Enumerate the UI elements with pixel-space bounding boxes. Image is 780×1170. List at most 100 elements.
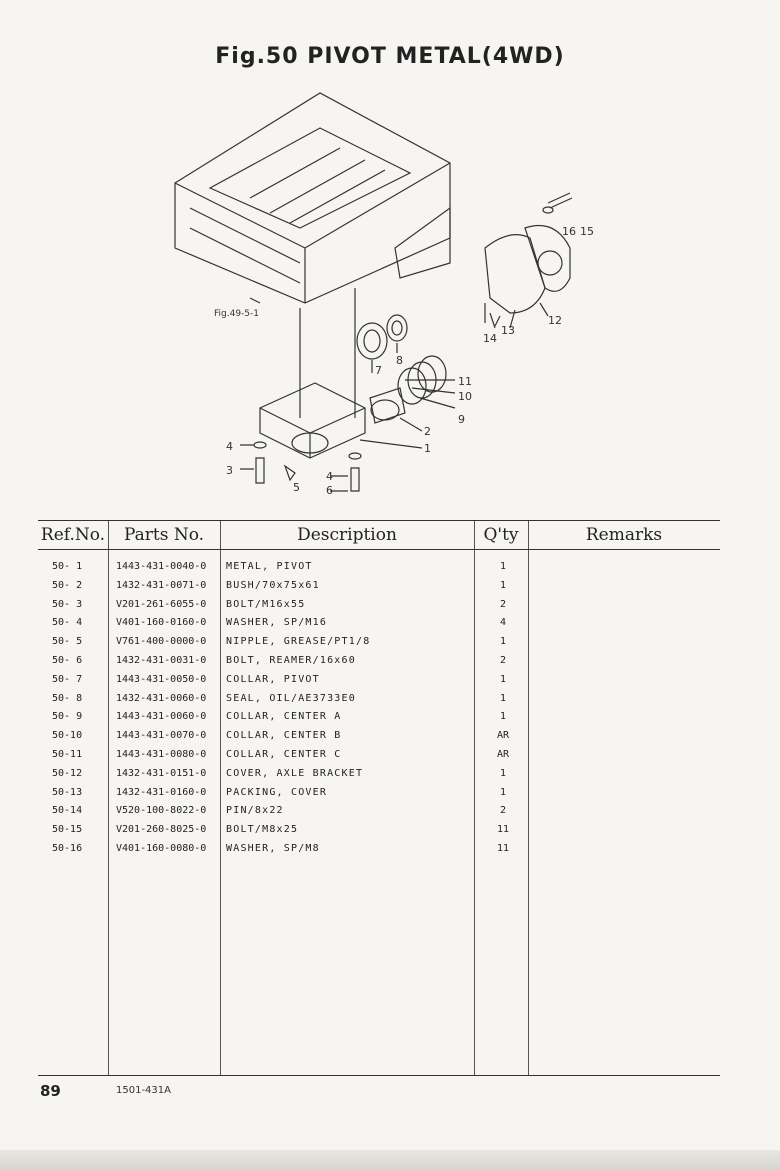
parts-table: Ref.No. Parts No. Description Q'ty Remar… <box>38 520 720 1076</box>
part-no: V520-100-8022-0 <box>116 805 207 817</box>
quantity: 11 <box>496 824 510 836</box>
quantity: AR <box>496 730 510 742</box>
callout-9: 9 <box>458 413 465 426</box>
description: WASHER, SP/M8 <box>226 842 320 854</box>
callout-14: 14 <box>483 332 497 345</box>
collar-pivot-7 <box>356 322 388 360</box>
column-divider <box>528 521 529 1075</box>
part-no: 1432-431-0031-0 <box>116 654 207 666</box>
description: WASHER, SP/M16 <box>226 617 328 629</box>
part-no: 1443-431-0070-0 <box>116 730 207 742</box>
ref-no: 50-11 <box>52 748 83 760</box>
diagram-svg: 1 2 3 4 4 5 6 7 8 9 10 11 12 13 14 16 15… <box>174 92 594 497</box>
ref-no: 50-10 <box>52 730 83 742</box>
quantity: 1 <box>499 692 507 704</box>
callout-16: 16 <box>562 225 576 238</box>
washer-4-left <box>253 441 267 449</box>
description: COLLAR, CENTER B <box>226 730 342 742</box>
vertical-leaders <box>299 288 356 418</box>
document-code: 1501-431A <box>116 1085 171 1096</box>
housing-ribs <box>249 147 386 224</box>
figure-title: Fig.50 PIVOT METAL(4WD) <box>215 44 565 69</box>
column-divider <box>108 521 109 1075</box>
callout-1: 1 <box>424 442 431 455</box>
quantity: AR <box>496 748 510 760</box>
column-divider <box>474 521 475 1075</box>
collar-center-c <box>417 355 447 393</box>
description: NIPPLE, GREASE/PT1/8 <box>226 636 371 648</box>
description: COVER, AXLE BRACKET <box>226 767 364 779</box>
washer-4-right <box>348 452 362 460</box>
ref-no: 50- 1 <box>52 561 83 572</box>
callout-4-left: 4 <box>226 440 233 453</box>
bush-2-end <box>370 399 400 421</box>
callout-4-right: 4 <box>326 470 333 483</box>
pin-leader <box>484 303 496 329</box>
part-no: 1443-431-0050-0 <box>116 673 207 685</box>
description: COLLAR, PIVOT <box>226 673 320 685</box>
ref-no: 50- 3 <box>52 598 83 610</box>
bracket-lines <box>394 206 451 279</box>
ref-no: 50- 7 <box>52 673 83 685</box>
part-no: 1432-431-0160-0 <box>116 786 207 798</box>
cover-boss <box>537 250 563 276</box>
ref-no: 50-12 <box>52 767 83 779</box>
ref-no: 50- 6 <box>52 654 83 666</box>
washer-16 <box>542 206 554 214</box>
pivot-metal <box>259 382 366 459</box>
part-no: V761-400-0000-0 <box>116 636 207 648</box>
description: BOLT/M16x55 <box>226 598 306 610</box>
header-ref-no: Ref.No. <box>40 525 106 545</box>
part-no: 1432-431-0151-0 <box>116 767 207 779</box>
housing-outline <box>174 92 451 304</box>
table-row: 50- 7 1443-431-0050-0 COLLAR, PIVOT 1 <box>38 672 720 691</box>
description: PACKING, COVER <box>226 786 328 798</box>
oil-seal-8 <box>386 314 408 342</box>
quantity: 2 <box>499 805 507 817</box>
callout-6: 6 <box>326 484 333 497</box>
grease-nipple-5 <box>283 464 296 482</box>
table-row: 50- 8 1432-431-0060-0 SEAL, OIL/AE3733E0 1 <box>38 691 720 710</box>
quantity: 1 <box>499 673 507 685</box>
packing-cover <box>484 234 546 314</box>
housing-inner-frame <box>208 127 412 229</box>
header-remarks: Remarks <box>585 525 663 545</box>
callout-15: 15 <box>580 225 594 238</box>
ref-no: 50- 9 <box>52 711 83 723</box>
quantity: 1 <box>499 636 507 648</box>
part-no: 1432-431-0071-0 <box>116 579 207 591</box>
callout-11: 11 <box>458 375 472 388</box>
part-no: V401-160-0080-0 <box>116 842 207 854</box>
axle-bracket-cover <box>524 224 571 292</box>
exploded-parts-diagram: 1 2 3 4 4 5 6 7 8 9 10 11 12 13 14 16 15… <box>150 88 630 508</box>
callout-12: 12 <box>548 314 562 327</box>
ref-no: 50-16 <box>52 842 83 854</box>
reamer-bolt-6 <box>350 467 360 492</box>
description: PIN/8x22 <box>226 805 284 817</box>
table-row: 50-10 1443-431-0070-0 COLLAR, CENTER B AR <box>38 728 720 747</box>
callout-lines <box>359 379 456 449</box>
part-no: V201-260-8025-0 <box>116 824 207 836</box>
callout-2: 2 <box>424 425 431 438</box>
part-no: 1432-431-0060-0 <box>116 692 207 704</box>
ref-no: 50- 8 <box>52 692 83 704</box>
callout-3: 3 <box>226 464 233 477</box>
callout-5: 5 <box>293 481 300 494</box>
part-no: 1443-431-0080-0 <box>116 748 207 760</box>
part-no: V201-261-6055-0 <box>116 598 207 610</box>
ref-no: 50- 4 <box>52 617 83 629</box>
header-parts-no: Parts No. <box>123 525 205 545</box>
description: SEAL, OIL/AE3733E0 <box>226 692 356 704</box>
reference-label: Fig.49-5-1 <box>214 309 259 319</box>
header-description: Description <box>297 525 397 545</box>
quantity: 2 <box>499 654 507 666</box>
